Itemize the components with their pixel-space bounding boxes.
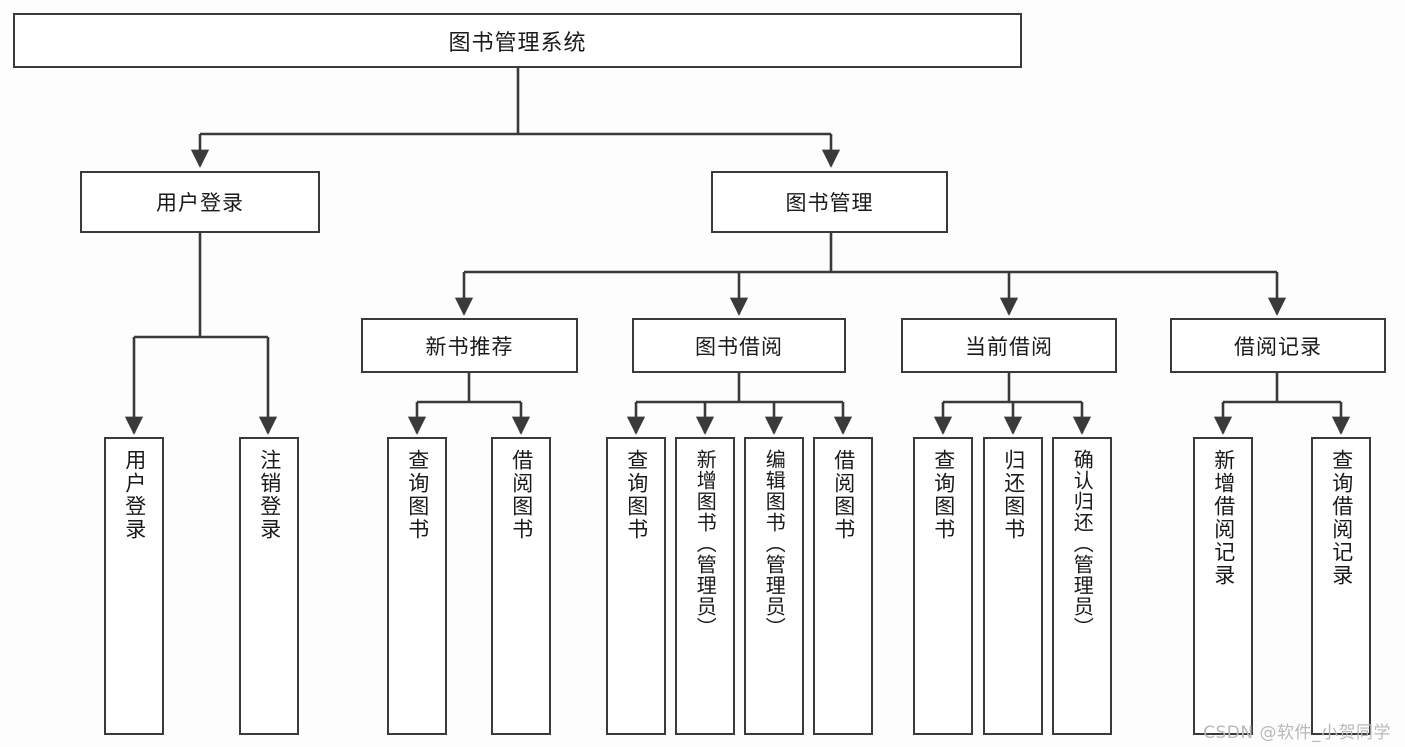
node-book-borrow[interactable]: 图书借阅 (632, 318, 846, 373)
leaf-label: 归还图书 (1001, 449, 1026, 541)
node-label: 图书借阅 (695, 334, 783, 359)
leaf-label: 注销登录 (257, 449, 282, 541)
node-new-book-recommend[interactable]: 新书推荐 (361, 318, 578, 373)
leaf-new-book-borrow-book[interactable]: 借阅图书 (491, 437, 551, 735)
node-label: 用户登录 (156, 191, 244, 215)
node-user-login[interactable]: 用户登录 (80, 171, 320, 233)
leaf-book-borrow-edit-book-admin[interactable]: 编辑图书（管理员） (744, 437, 804, 735)
leaf-label: 查询图书 (624, 449, 649, 541)
node-label: 新书推荐 (425, 334, 514, 359)
leaf-current-borrow-return-book[interactable]: 归还图书 (983, 437, 1043, 735)
node-label: 图书管理 (785, 191, 874, 215)
leaf-label: 新增借阅记录 (1211, 449, 1236, 587)
leaf-label: 确认归还（管理员） (1070, 449, 1095, 638)
leaf-book-borrow-borrow-book[interactable]: 借阅图书 (813, 437, 873, 735)
node-label: 图书管理系统 (448, 30, 587, 56)
leaf-book-borrow-query-book[interactable]: 查询图书 (606, 437, 666, 735)
node-label: 借阅记录 (1234, 334, 1322, 359)
node-borrow-record[interactable]: 借阅记录 (1170, 318, 1386, 373)
watermark-text: CSDN @软件_小贺同学 (1203, 723, 1391, 743)
leaf-label: 新增图书（管理员） (693, 449, 718, 638)
leaf-label: 查询图书 (931, 449, 956, 541)
node-label: 当前借阅 (965, 334, 1053, 359)
node-book-management[interactable]: 图书管理 (711, 171, 948, 233)
leaf-current-borrow-query-book[interactable]: 查询图书 (913, 437, 973, 735)
leaf-current-borrow-confirm-return-admin[interactable]: 确认归还（管理员） (1052, 437, 1112, 735)
leaf-borrow-record-query-record[interactable]: 查询借阅记录 (1311, 437, 1371, 735)
leaf-new-book-query-book[interactable]: 查询图书 (387, 437, 447, 735)
node-root-book-management-system[interactable]: 图书管理系统 (13, 13, 1022, 68)
leaf-label: 查询借阅记录 (1329, 449, 1354, 587)
leaf-book-borrow-add-book-admin[interactable]: 新增图书（管理员） (675, 437, 735, 735)
leaf-label: 借阅图书 (831, 449, 856, 541)
leaf-label: 借阅图书 (509, 449, 534, 541)
leaf-user-login-login[interactable]: 用户登录 (104, 437, 164, 735)
node-current-borrow[interactable]: 当前借阅 (901, 318, 1117, 373)
leaf-label: 编辑图书（管理员） (762, 449, 787, 638)
leaf-label: 用户登录 (122, 449, 147, 541)
leaf-borrow-record-add-record[interactable]: 新增借阅记录 (1193, 437, 1253, 735)
leaf-user-login-logout[interactable]: 注销登录 (239, 437, 299, 735)
leaf-label: 查询图书 (405, 449, 430, 541)
